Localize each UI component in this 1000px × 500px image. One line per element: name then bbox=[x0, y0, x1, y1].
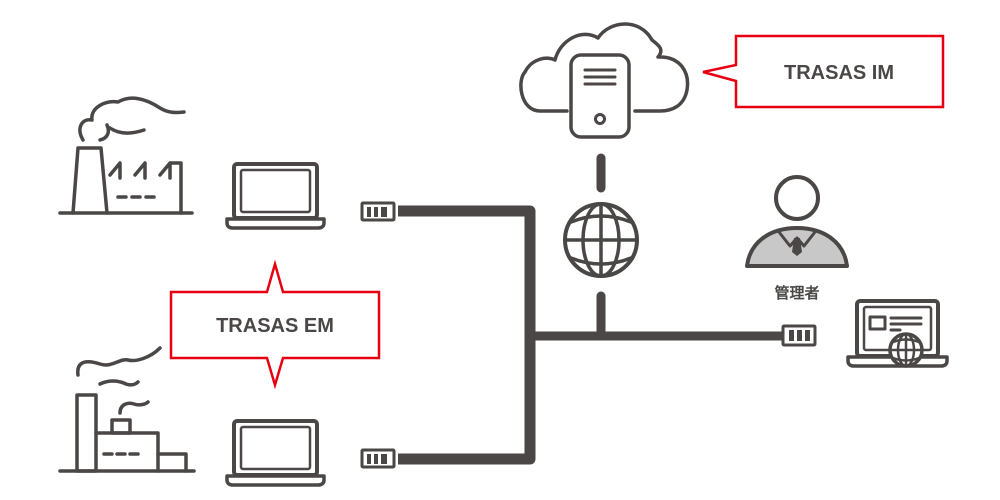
laptop-icon-1 bbox=[225, 162, 326, 230]
factory-icon-2 bbox=[58, 346, 196, 473]
callout-im-label: TRASAS IM bbox=[784, 62, 894, 84]
callout-trasas-im: TRASAS IM bbox=[702, 34, 945, 109]
factory-icon-1 bbox=[58, 96, 194, 215]
callout-em-label: TRASAS EM bbox=[216, 315, 334, 337]
laptop-web-icon bbox=[846, 299, 949, 368]
person-icon bbox=[745, 175, 849, 268]
connector-plug-1 bbox=[360, 201, 396, 222]
cloud-server-icon bbox=[519, 22, 690, 139]
admin-label: 管理者 bbox=[774, 284, 819, 302]
laptop-icon-2 bbox=[225, 419, 326, 487]
network-lines bbox=[398, 153, 782, 465]
callout-trasas-em: TRASAS EM bbox=[169, 259, 381, 390]
globe-icon bbox=[563, 202, 639, 278]
connector-plug-2 bbox=[360, 448, 396, 469]
line-bottom-left bbox=[398, 330, 536, 465]
line-top-left bbox=[398, 205, 536, 338]
connector-plug-3 bbox=[781, 324, 817, 347]
